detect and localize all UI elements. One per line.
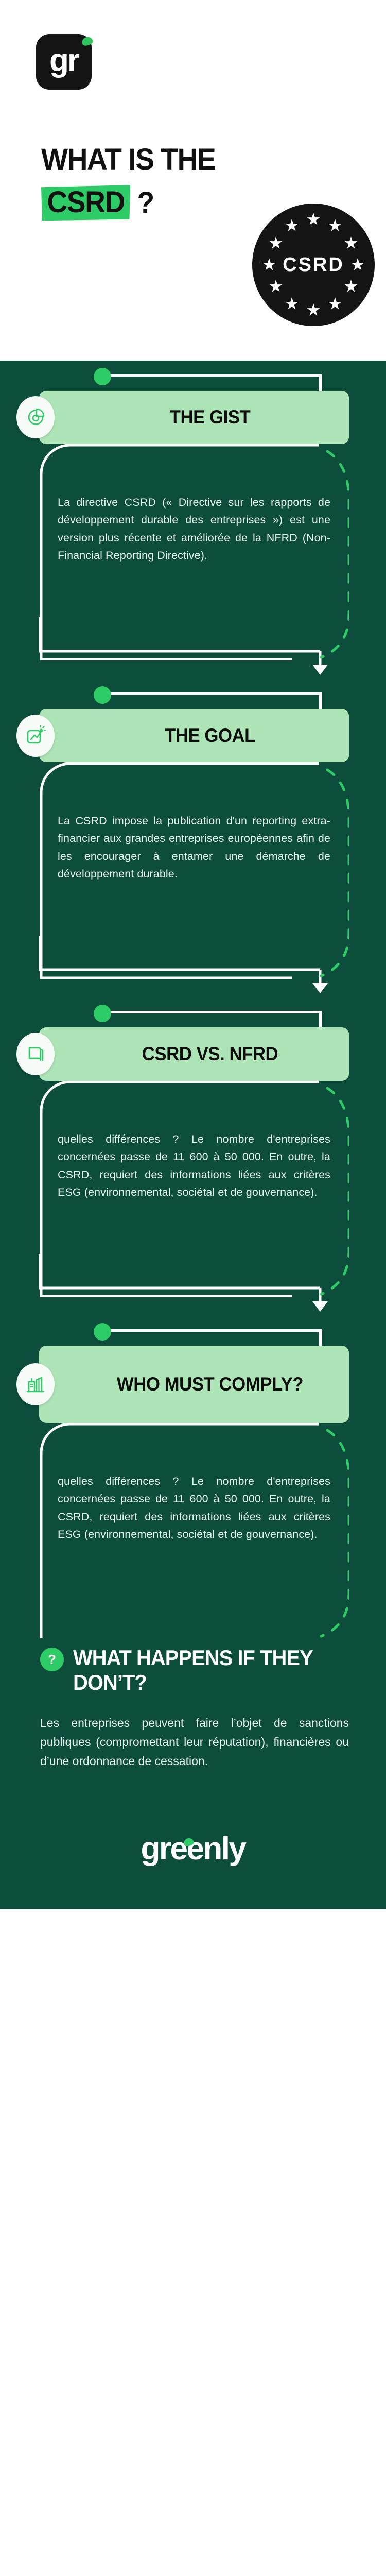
node-dot-icon: [94, 368, 111, 385]
logo-glyph: gr: [49, 43, 80, 78]
greenly-app-icon: gr: [36, 34, 94, 90]
leaf-dot-icon: [81, 36, 94, 47]
node-dot-icon: [94, 686, 111, 704]
node-dot-icon: [94, 1005, 111, 1022]
page-title: WHAT IS THE CSRD ?: [41, 144, 329, 221]
star-icon: [285, 297, 299, 310]
connector-vertical: [319, 374, 322, 404]
section-title: WHO MUST COMPLY?: [116, 1374, 304, 1395]
body-green-panel: THE GIST La directive CSRD (« Directive …: [0, 361, 386, 1909]
target-growth-icon: [16, 715, 55, 757]
banner-wrap: THE GOAL: [0, 709, 386, 762]
final-title: WHAT HAPPENS IF THEY DON’T?: [73, 1646, 313, 1694]
star-icon: [269, 280, 283, 292]
connector-vertical: [319, 1329, 322, 1359]
title-question-mark: ?: [137, 186, 155, 220]
section-the-goal: THE GOAL La CSRD impose la publication d…: [0, 679, 386, 997]
banner-wrap: THE GIST: [0, 391, 386, 444]
infographic-page: gr WHAT IS THE CSRD ?: [0, 0, 386, 1909]
banner-wrap: WHO MUST COMPLY?: [0, 1346, 386, 1423]
final-heading-row: ? WHAT HAPPENS IF THEY DON’T?: [40, 1646, 349, 1695]
section-who-must-comply: WHO MUST COMPLY? quelles différences ? L…: [0, 1316, 386, 1638]
section-card: La CSRD impose la publication d'un repor…: [39, 762, 349, 979]
badge-label: CSRD: [283, 253, 344, 276]
section-the-gist: THE GIST La directive CSRD (« Directive …: [0, 361, 386, 679]
connector-top: [0, 361, 386, 404]
connector-top: [0, 679, 386, 722]
connector-horizontal: [106, 374, 322, 377]
section-title: THE GIST: [169, 406, 251, 428]
star-icon: [269, 236, 283, 249]
pie-chart-icon: [16, 396, 55, 438]
star-icon: [344, 280, 358, 292]
section-card: quelles différences ? Le nombre d'entrep…: [39, 1423, 349, 1638]
section-banner[interactable]: CSRD VS. NFRD: [16, 1027, 349, 1081]
section-card: quelles différences ? Le nombre d'entrep…: [39, 1081, 349, 1297]
buildings-icon: [16, 1363, 55, 1405]
header: gr WHAT IS THE CSRD ?: [0, 0, 386, 361]
section-banner[interactable]: WHO MUST COMPLY?: [16, 1346, 349, 1423]
connector-horizontal: [106, 1329, 322, 1332]
star-icon: [285, 219, 299, 231]
footer: greenly: [0, 1771, 386, 1909]
section-body: quelles différences ? Le nombre d'entrep…: [58, 1475, 330, 1541]
wordmark-text: greenly: [141, 1831, 247, 1867]
section-banner[interactable]: THE GOAL: [16, 709, 349, 762]
connector-vertical: [319, 1011, 322, 1041]
eu-stars-ring: [252, 204, 375, 326]
star-icon: [351, 258, 364, 270]
banner-wrap: CSRD VS. NFRD: [0, 1027, 386, 1081]
section-csrd-vs-nfrd: CSRD VS. NFRD quelles différences ? Le n…: [0, 997, 386, 1316]
arrow-connector: [39, 617, 328, 675]
section-body: quelles différences ? Le nombre d'entrep…: [58, 1133, 330, 1199]
connector-horizontal: [106, 1011, 322, 1013]
greenly-wordmark: greenly: [141, 1831, 247, 1867]
title-line-2: CSRD ?: [41, 185, 315, 221]
connector-horizontal: [106, 692, 322, 695]
star-icon: [307, 213, 320, 225]
final-body: Les entreprises peuvent faire l’objet de…: [40, 1716, 349, 1768]
connector-vertical: [319, 692, 322, 722]
title-line-1: WHAT IS THE: [41, 143, 216, 176]
section-card: La directive CSRD (« Directive sur les r…: [39, 444, 349, 660]
section-title: THE GOAL: [165, 725, 255, 747]
book-icon: [16, 1033, 55, 1075]
connector-top: [0, 1316, 386, 1359]
star-icon: [262, 258, 276, 270]
title-highlight-csrd: CSRD: [41, 185, 131, 221]
section-title: CSRD VS. NFRD: [142, 1043, 278, 1065]
csrd-eu-badge: CSRD: [252, 204, 375, 326]
section-banner[interactable]: THE GIST: [16, 391, 349, 444]
section-body: La CSRD impose la publication d'un repor…: [58, 815, 330, 880]
star-icon: [328, 297, 342, 310]
arrow-connector: [39, 936, 328, 993]
arrow-connector: [39, 1254, 328, 1312]
star-icon: [344, 236, 358, 249]
star-icon: [307, 303, 320, 316]
section-body: La directive CSRD (« Directive sur les r…: [58, 496, 330, 562]
connector-top: [0, 997, 386, 1041]
question-mark-icon: ?: [40, 1648, 64, 1671]
node-dot-icon: [94, 1323, 111, 1341]
section-what-happens: ? WHAT HAPPENS IF THEY DON’T? Les entrep…: [0, 1596, 386, 1771]
star-icon: [328, 219, 342, 231]
